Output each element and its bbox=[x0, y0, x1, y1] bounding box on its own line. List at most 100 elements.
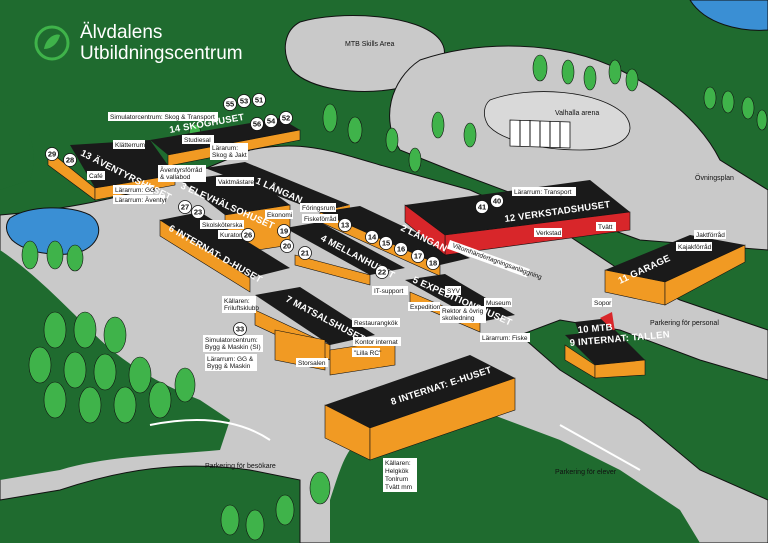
building-8-internat-e-huset[interactable] bbox=[324, 355, 516, 461]
tag-lararum-gg: Lärarrum: GG bbox=[115, 187, 155, 194]
label-ovningsplan: Övningsplan bbox=[695, 174, 734, 182]
room-marker-27[interactable] bbox=[178, 200, 192, 214]
tag-lararum-fiske: Lärarrum: Fiske bbox=[482, 335, 528, 342]
tag-vaktmastare: Vaktmästare bbox=[218, 179, 254, 186]
room-number-52: 52 bbox=[282, 114, 290, 123]
tag-klatterrum: Klätterrum bbox=[115, 142, 145, 149]
room-marker-15[interactable] bbox=[379, 236, 393, 250]
tag-expedition: Expedition bbox=[410, 304, 441, 311]
room-marker-18[interactable] bbox=[426, 256, 440, 270]
trees bbox=[21, 54, 768, 541]
tag-cafe: Café bbox=[89, 173, 103, 180]
parking-elever-road bbox=[559, 424, 641, 471]
tag-lararum-skog-1: Lärarum: bbox=[212, 145, 238, 152]
room-marker-20[interactable] bbox=[280, 239, 294, 253]
tag-foringsrum: Föringsrum bbox=[302, 205, 335, 212]
room-marker-22[interactable] bbox=[375, 265, 389, 279]
tag-fiskeforrad: Fiskeförråd bbox=[304, 215, 337, 223]
room-marker-56[interactable] bbox=[250, 117, 264, 131]
room-number-17: 17 bbox=[414, 252, 422, 261]
tag-tvatt: Tvätt bbox=[598, 224, 613, 231]
tag-simulator-bygg-1: Simulatorcentrum: bbox=[205, 337, 258, 344]
room-marker-55[interactable] bbox=[223, 97, 237, 111]
room-marker-29[interactable] bbox=[45, 147, 59, 161]
room-marker-23[interactable] bbox=[191, 205, 205, 219]
room-marker-28[interactable] bbox=[63, 153, 77, 167]
forest-top-left bbox=[0, 100, 34, 190]
label-mtb-skills-area: MTB Skills Area bbox=[345, 41, 395, 48]
room-number-15: 15 bbox=[382, 239, 390, 248]
tag-rektor-1: Rektor & övrig bbox=[442, 308, 484, 315]
room-number-19: 19 bbox=[280, 227, 288, 236]
tag-it-support: IT-support bbox=[374, 288, 403, 295]
room-marker-21[interactable] bbox=[298, 246, 312, 260]
tag-aventyrsforrad-2: & vallabod bbox=[160, 174, 191, 181]
room-marker-19[interactable] bbox=[277, 224, 291, 238]
room-marker-53[interactable] bbox=[237, 94, 251, 108]
forest-bottom bbox=[330, 410, 700, 543]
tag-lararum-aventyr: Lärarrum: Äventyr bbox=[115, 196, 168, 204]
room-marker-13[interactable] bbox=[338, 218, 352, 232]
room-marker-16[interactable] bbox=[394, 242, 408, 256]
room-marker-26[interactable] bbox=[241, 228, 255, 242]
room-number-51: 51 bbox=[255, 96, 263, 105]
room-number-20: 20 bbox=[283, 242, 291, 251]
logo-line-1: Älvdalens bbox=[80, 22, 163, 43]
tag-kajakforrad: Kajakförråd bbox=[678, 243, 712, 251]
tag-kontor-internat: Kontor internat bbox=[355, 339, 398, 346]
room-number-29: 29 bbox=[48, 150, 56, 159]
room-marker-17[interactable] bbox=[411, 249, 425, 263]
room-number-18: 18 bbox=[429, 259, 437, 268]
tag-lararum-transport: Lärarrum: Transport bbox=[514, 189, 572, 196]
room-number-27: 27 bbox=[181, 203, 189, 212]
logo-line-2: Utbildningscentrum bbox=[80, 43, 243, 64]
room-number-22: 22 bbox=[378, 268, 386, 277]
tag-restaurangkok: Restaurangkök bbox=[354, 320, 398, 327]
label-parkering-personal: Parkering för personal bbox=[650, 320, 719, 327]
room-marker-40[interactable] bbox=[490, 194, 504, 208]
room-number-13: 13 bbox=[341, 221, 349, 230]
tag-sopor: Sopor bbox=[594, 300, 612, 307]
room-number-41: 41 bbox=[478, 203, 486, 212]
label-building-10: 10 MTB bbox=[577, 322, 613, 336]
tag-kallaren-e-1: Källaren: bbox=[385, 460, 411, 467]
tag-simulator-skog: Simulatorcentrum: Skog & Transport bbox=[110, 114, 215, 121]
tag-skolskoterska: Skolsköterska bbox=[202, 222, 243, 229]
tag-lararum-skog-2: Skog & Jakt bbox=[212, 152, 247, 159]
building-7-matsalshuset[interactable] bbox=[254, 287, 396, 376]
tag-kollaren-1: Källaren: bbox=[224, 298, 250, 305]
room-marker-41[interactable] bbox=[475, 200, 489, 214]
tag-kurator: Kurator bbox=[220, 232, 242, 239]
room-marker-14[interactable] bbox=[365, 230, 379, 244]
room-number-23: 23 bbox=[194, 208, 202, 217]
room-number-54: 54 bbox=[267, 117, 276, 126]
valhalla-arena-structure[interactable] bbox=[509, 119, 571, 149]
room-marker-54[interactable] bbox=[264, 114, 278, 128]
building-9-internat-tallen[interactable] bbox=[564, 330, 646, 379]
room-number-21: 21 bbox=[301, 249, 309, 258]
building-6-internat-d-huset[interactable] bbox=[159, 212, 290, 293]
tag-lararum-bygg-2: Bygg & Maskin bbox=[207, 363, 251, 370]
parking-besokare-road bbox=[149, 419, 271, 441]
logo: Älvdalens Utbildningscentrum bbox=[34, 22, 243, 64]
label-parkering-besokare: Parkering för besökare bbox=[205, 463, 276, 470]
room-number-40: 40 bbox=[493, 197, 501, 206]
building-4-mellanhuset[interactable] bbox=[285, 222, 405, 286]
room-marker-51[interactable] bbox=[252, 93, 266, 107]
tag-studiesal: Studiesal bbox=[184, 137, 211, 144]
room-marker-33[interactable] bbox=[233, 322, 247, 336]
room-marker-52[interactable] bbox=[279, 111, 293, 125]
room-number-56: 56 bbox=[253, 120, 261, 129]
room-number-16: 16 bbox=[397, 245, 405, 254]
tag-storsalen: Storsalen bbox=[298, 360, 326, 367]
tag-verkstad: Verkstad bbox=[536, 230, 562, 237]
tag-simulator-bygg-2: Bygg & Maskin (SI) bbox=[205, 344, 261, 351]
room-number-14: 14 bbox=[368, 233, 377, 242]
room-number-33: 33 bbox=[236, 325, 244, 334]
logo-icon bbox=[34, 25, 70, 61]
tag-ekonomi: Ekonomi bbox=[267, 212, 292, 219]
room-number-26: 26 bbox=[244, 231, 252, 240]
tag-kollaren-2: Friluftsklubb bbox=[224, 305, 259, 312]
